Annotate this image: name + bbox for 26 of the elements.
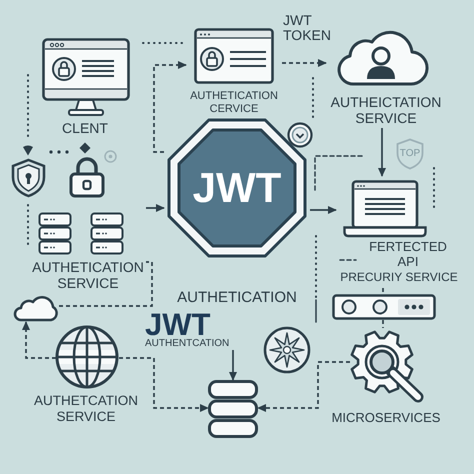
node-label: AUTHEICTATION SERVICE <box>330 94 442 126</box>
dashed-arrow <box>153 60 187 153</box>
octagon-title: JWT <box>192 163 282 213</box>
annotation-text: JWT TOKEN <box>283 13 332 43</box>
node-label: AUTHETICATION SERVICE <box>31 260 145 291</box>
node-label: FERTECTED API <box>368 239 448 269</box>
node-label: AUTHETICATION CERVICE <box>189 90 279 116</box>
node-label: CLENT <box>61 120 109 137</box>
caption-text: AUTHETICATION <box>176 289 298 307</box>
arrow <box>378 128 386 177</box>
arrow <box>146 204 165 212</box>
connector-line <box>59 261 153 307</box>
dashed-arrow <box>257 361 350 412</box>
dashed-arrow <box>22 321 56 359</box>
node-label: PRECURIY SERVICE <box>339 270 459 285</box>
connector-line <box>382 288 384 294</box>
dashed-arrow <box>119 357 209 412</box>
node-label: MICROSERVICES <box>330 410 442 426</box>
title-text: JWT <box>145 310 210 339</box>
node-label: AUTHETCATION SERVICE <box>33 393 139 424</box>
subtitle-text: AUTHENTCATION <box>145 338 230 350</box>
badge-text: TOP <box>399 148 421 160</box>
arrow <box>228 350 238 381</box>
connector-line <box>382 320 384 328</box>
dashed-arrow <box>282 58 327 68</box>
arrow <box>310 206 337 214</box>
